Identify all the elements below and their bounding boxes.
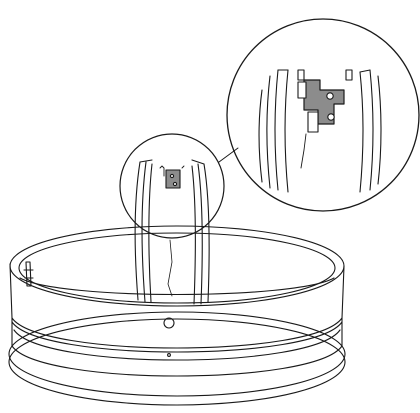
ring-front-hole <box>163 317 175 329</box>
ring-flange-outer-top <box>8 311 346 397</box>
small-circle-outline <box>119 133 225 239</box>
zoom-bracket-clip <box>297 81 307 99</box>
zoom-left-rail-1 <box>258 89 263 183</box>
ring-lower-edge <box>11 345 343 377</box>
frame-left-outer <box>134 161 141 301</box>
zoom-right-rail-2 <box>369 69 374 191</box>
zoom-bracket <box>303 79 345 125</box>
frame-left-inner <box>141 161 147 303</box>
frame-top-caps <box>139 159 205 165</box>
zoom-left-rail-2 <box>266 75 271 189</box>
zoom-bracket-hole-1 <box>326 92 334 100</box>
frame-right-rib <box>191 165 196 305</box>
frame-right-inner <box>197 163 203 305</box>
ring-flange-outer-bottom <box>8 318 346 406</box>
zoom-top-tab-left <box>297 69 305 81</box>
frame-left-rib <box>148 163 153 303</box>
ring-band-line-2 <box>13 329 341 361</box>
frame-inner-cable <box>167 239 173 297</box>
zoom-circle-outline <box>226 18 420 212</box>
ring-lower-sides <box>11 317 343 347</box>
small-bracket <box>165 169 181 189</box>
ring-top-rim-outer <box>9 225 345 307</box>
ring-band-line <box>11 321 343 353</box>
zoom-lower-clip <box>307 111 319 133</box>
upright-frame <box>134 159 210 305</box>
small-bracket-clips <box>159 165 185 177</box>
ring-inner-wall <box>19 277 335 296</box>
zoom-left-rail-4 <box>284 69 289 193</box>
ring-front-pin <box>167 353 171 357</box>
small-bracket-hole-1 <box>169 173 175 179</box>
callout-connector <box>218 147 239 163</box>
zoom-right-cap <box>359 69 371 73</box>
zoom-bracket-hole-2 <box>327 113 335 121</box>
ring-base <box>8 225 346 406</box>
zoom-cable <box>300 133 307 169</box>
ring-top-rim-inner <box>18 232 336 304</box>
ring-upper-lower-edge <box>11 317 343 349</box>
small-detail-circle <box>119 133 225 239</box>
zoom-right-rail-1 <box>359 71 364 193</box>
ring-upper-sides <box>9 263 345 319</box>
zoom-right-rail-3 <box>377 75 382 185</box>
zoom-top-tab-right <box>345 69 353 81</box>
small-bracket-hole-2 <box>172 181 178 187</box>
zoom-left-rail-3 <box>274 69 279 191</box>
frame-right-outer <box>203 163 210 303</box>
ring-left-latch <box>23 261 34 287</box>
zoom-detail-circle <box>226 18 420 212</box>
